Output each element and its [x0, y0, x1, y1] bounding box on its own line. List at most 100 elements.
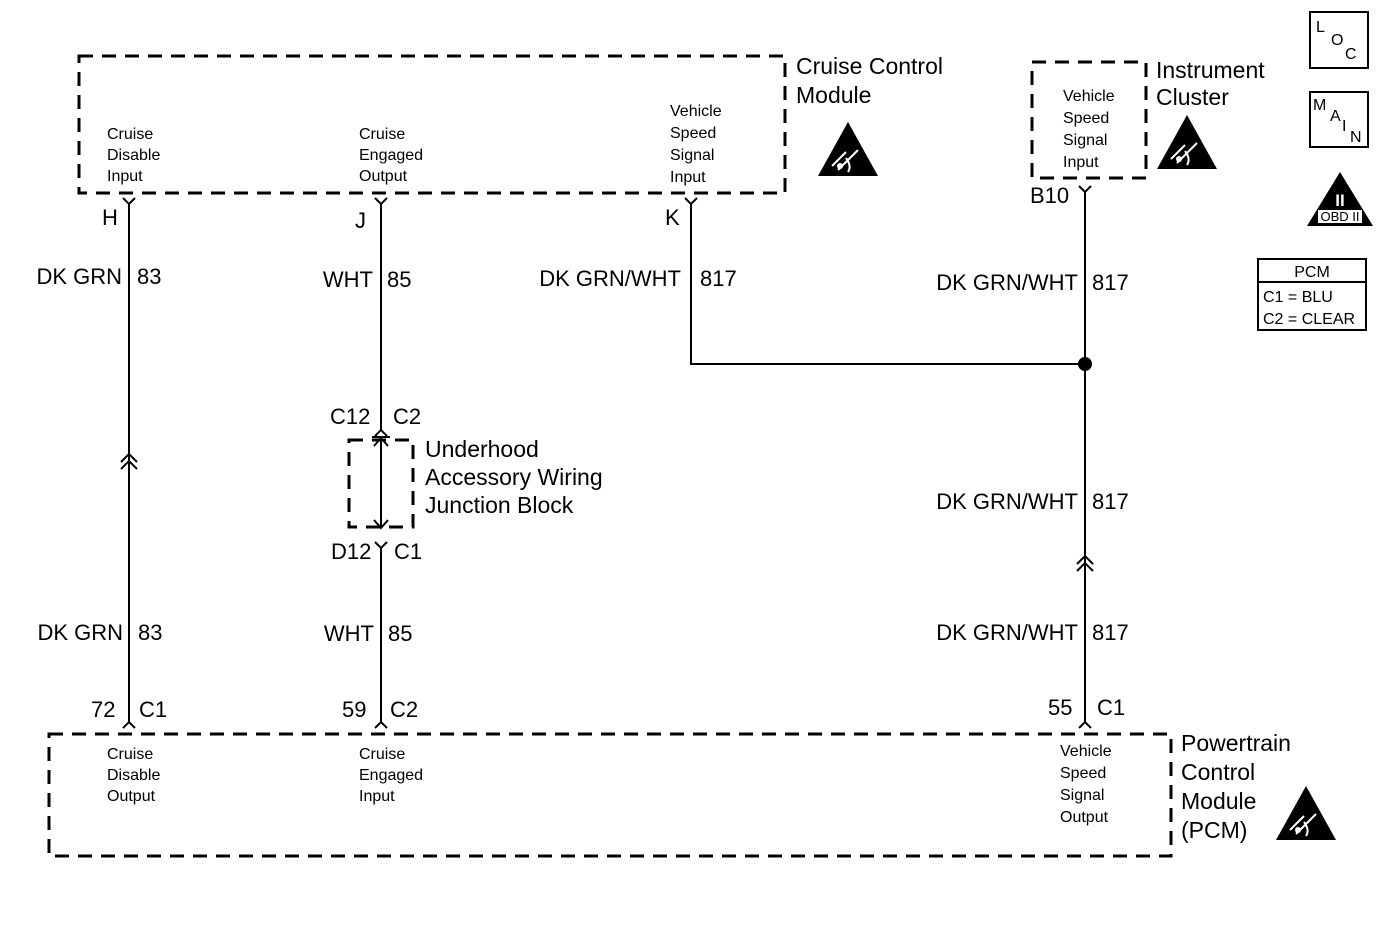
loc-letter-l: L — [1316, 19, 1325, 36]
loc-letter-o: O — [1331, 32, 1343, 49]
terminal-label: Input — [670, 169, 706, 186]
terminal-label: Engaged — [359, 767, 423, 784]
pcm-terminal-vss-output: Vehicle Speed Signal Output — [1060, 743, 1112, 826]
pcm-box — [47, 732, 1173, 858]
wire-817-ccm — [690, 204, 1085, 365]
pcm-table-title: PCM — [1294, 264, 1330, 281]
terminal-label: Output — [107, 788, 156, 805]
esd-caution-icon — [1276, 786, 1336, 840]
terminal-label: Speed — [1060, 765, 1106, 782]
junction-jumper-bottom — [373, 519, 389, 530]
ic-name-2: Cluster — [1156, 84, 1229, 110]
terminal-label: Output — [1060, 809, 1109, 826]
obd-label: OBD II — [1320, 209, 1359, 224]
pin-connector-d12 — [374, 541, 388, 550]
terminal-label: Cruise — [107, 126, 153, 143]
terminal-label: Signal — [1060, 787, 1104, 804]
pcm-terminal-cruise-engaged: Cruise Engaged Input — [359, 746, 423, 805]
junction-connector-c1: C1 — [394, 539, 422, 564]
pcm-table-row: C1 = BLU — [1263, 289, 1333, 306]
loc-letter-c: C — [1345, 46, 1357, 63]
pin-59-connector: C2 — [390, 697, 418, 722]
pin-h: H — [102, 205, 118, 230]
wire-circuit-83-upper: 83 — [137, 264, 161, 289]
pin-connector-b10 — [1078, 185, 1092, 194]
ccm-name-1: Cruise Control — [796, 53, 943, 79]
pcm-name-1: Powertrain — [1181, 730, 1291, 756]
terminal-label: Cruise — [107, 746, 153, 763]
terminal-label: Engaged — [359, 147, 423, 164]
terminal-label: Vehicle — [1060, 743, 1112, 760]
wire-circuit-817-ccm: 817 — [700, 266, 737, 291]
instrument-cluster-box — [1030, 60, 1148, 180]
terminal-label: Cruise — [359, 126, 405, 143]
loc-symbol: L O C — [1309, 11, 1369, 69]
esd-caution-icon — [1157, 115, 1217, 169]
pcm-name-2: Control — [1181, 759, 1255, 785]
terminal-label: Disable — [107, 147, 160, 164]
terminal-label: Input — [1063, 154, 1099, 171]
pin-connector-59 — [374, 720, 388, 729]
junction-connector-c2: C2 — [393, 404, 421, 429]
ccm-terminal-cruise-disable: Cruise Disable Input — [107, 126, 160, 185]
terminal-label: Input — [359, 788, 395, 805]
wire-color-83-lower: DK GRN — [37, 620, 123, 645]
pcm-name-3: Module — [1181, 788, 1256, 814]
pin-55: 55 — [1048, 695, 1072, 720]
terminal-label: Cruise — [359, 746, 405, 763]
wire-color-817-mid: DK GRN/WHT — [936, 489, 1078, 514]
pin-b10: B10 — [1030, 183, 1069, 208]
ic-terminal-vss-input: Vehicle Speed Signal Input — [1063, 88, 1115, 171]
main-letter-a: A — [1330, 108, 1341, 125]
esd-caution-icon — [818, 122, 878, 176]
pcm-name-4: (PCM) — [1181, 817, 1247, 843]
inline-connector-817 — [1076, 554, 1094, 572]
pin-connector-72 — [122, 720, 136, 729]
obd-symbol: II — [1335, 191, 1344, 210]
wire-color-817-pcm: DK GRN/WHT — [936, 620, 1078, 645]
pin-k: K — [665, 205, 680, 230]
wire-circuit-817-mid: 817 — [1092, 489, 1129, 514]
terminal-label: Speed — [670, 125, 716, 142]
wire-color-83-upper: DK GRN — [36, 264, 122, 289]
main-letter-n: N — [1350, 129, 1362, 146]
pin-72-connector: C1 — [139, 697, 167, 722]
pin-connector-j — [374, 197, 388, 206]
wire-circuit-83-lower: 83 — [138, 620, 162, 645]
terminal-label: Speed — [1063, 110, 1109, 127]
main-letter-m: M — [1313, 97, 1326, 114]
pin-connector-c12 — [374, 428, 388, 437]
wire-color-817-ccm: DK GRN/WHT — [539, 266, 681, 291]
ccm-terminal-cruise-engaged: Cruise Engaged Output — [359, 126, 423, 185]
ccm-terminal-vss-input: Vehicle Speed Signal Input — [670, 103, 722, 186]
obd-ii-icon: II OBD II — [1307, 172, 1373, 226]
pcm-connector-table: PCM C1 = BLU C2 = CLEAR — [1257, 258, 1367, 331]
main-symbol: M A I N — [1309, 91, 1369, 148]
junction-name-2: Accessory Wiring — [425, 464, 603, 490]
junction-pin-d12: D12 — [331, 539, 371, 564]
pin-connector-55 — [1078, 720, 1092, 729]
terminal-label: Output — [359, 168, 408, 185]
pin-connector-k — [684, 197, 698, 206]
cruise-control-module-box — [77, 54, 787, 195]
wire-color-817-ic: DK GRN/WHT — [936, 270, 1078, 295]
pcm-terminal-cruise-disable: Cruise Disable Output — [107, 746, 160, 805]
wire-circuit-85-lower: 85 — [388, 621, 412, 646]
wire-circuit-817-pcm: 817 — [1092, 620, 1129, 645]
splice-point — [1078, 357, 1092, 371]
terminal-label: Signal — [1063, 132, 1107, 149]
pin-72: 72 — [91, 697, 115, 722]
wire-circuit-817-ic: 817 — [1092, 270, 1129, 295]
ic-name-1: Instrument — [1156, 57, 1265, 83]
junction-name-3: Junction Block — [425, 492, 574, 518]
wire-color-85-lower: WHT — [324, 621, 374, 646]
ccm-name-2: Module — [796, 82, 871, 108]
wire-color-85-upper: WHT — [323, 267, 373, 292]
terminal-label: Vehicle — [1063, 88, 1115, 105]
terminal-label: Vehicle — [670, 103, 722, 120]
terminal-label: Disable — [107, 767, 160, 784]
junction-pin-c12: C12 — [330, 404, 370, 429]
terminal-label: Input — [107, 168, 143, 185]
pcm-table-row: C2 = CLEAR — [1263, 311, 1355, 328]
